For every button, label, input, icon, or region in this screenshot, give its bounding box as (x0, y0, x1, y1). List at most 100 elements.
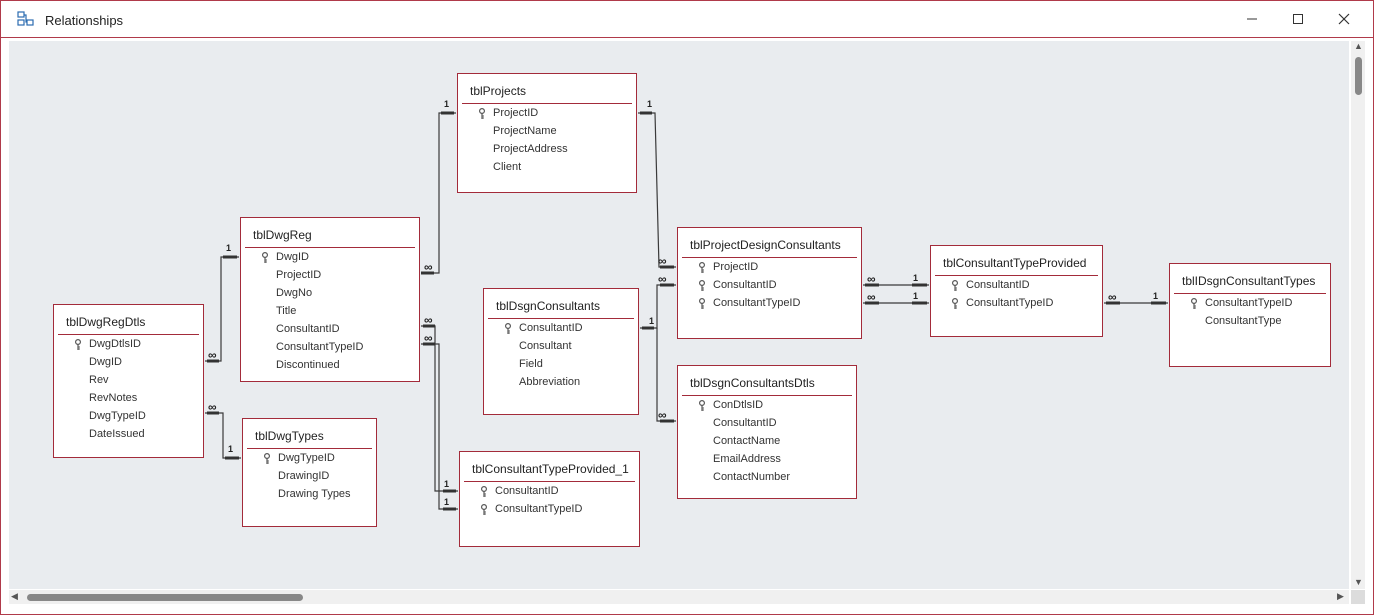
many-cardinality-label: ∞ (867, 290, 876, 304)
maximize-button[interactable] (1275, 1, 1321, 37)
field-consultanttype[interactable]: ConsultantType (1205, 315, 1282, 327)
scrollbar-corner (1351, 590, 1365, 604)
close-icon (1338, 13, 1350, 25)
field-dwgid[interactable]: DwgID (89, 356, 123, 368)
field-revnotes[interactable]: RevNotes (89, 392, 138, 404)
table-title[interactable]: tblConsultantTypeProvided (943, 256, 1087, 270)
relationships-icon (17, 11, 34, 26)
field-dwgno[interactable]: DwgNo (276, 287, 313, 299)
relationship-line-dsgn-pdc[interactable] (640, 284, 676, 329)
field-dateissued[interactable]: DateIssued (89, 428, 145, 440)
table-title[interactable]: tblDsgnConsultantsDtls (690, 376, 815, 390)
horizontal-scroll-thumb[interactable] (27, 594, 303, 601)
primary-key-icon (480, 485, 488, 497)
table-title[interactable]: tblDsgnConsultants (496, 299, 601, 313)
one-cardinality-label: 1 (1153, 291, 1158, 301)
field-client[interactable]: Client (493, 161, 522, 173)
scroll-left-icon[interactable]: ◀ (11, 591, 18, 601)
field-title[interactable]: Title (276, 305, 297, 317)
table-title[interactable]: tblProjectDesignConsultants (690, 238, 841, 252)
table-title[interactable]: tblConsultantTypeProvided_1 (472, 462, 629, 476)
field-consultanttypeid[interactable]: ConsultantTypeID (495, 503, 583, 515)
table-title[interactable]: tblDwgRegDtls (66, 315, 146, 329)
field-drawingid[interactable]: DrawingID (278, 470, 330, 482)
vertical-scroll-thumb[interactable] (1355, 57, 1362, 95)
one-cardinality-label: 1 (647, 99, 652, 109)
field-consultantid[interactable]: ConsultantID (519, 322, 583, 334)
field-condtlsid[interactable]: ConDtlsID (713, 399, 764, 411)
field-dwgdtlsid[interactable]: DwgDtlsID (89, 338, 141, 350)
field-projectid[interactable]: ProjectID (493, 107, 539, 119)
primary-key-icon (480, 503, 488, 515)
table-title[interactable]: tblDwgReg (253, 228, 312, 242)
table-divider (247, 448, 372, 449)
field-discontinued[interactable]: Discontinued (276, 359, 340, 371)
one-cardinality-label: 1 (444, 99, 449, 109)
field-rev[interactable]: Rev (89, 374, 109, 386)
field-consultantid[interactable]: ConsultantID (713, 279, 777, 291)
horizontal-scrollbar[interactable]: ◀ ▶ (9, 590, 1349, 604)
relationship-line-typeprov1-type[interactable] (421, 343, 458, 510)
field-consultanttypeid[interactable]: ConsultantTypeID (713, 297, 801, 309)
table-title[interactable]: tblIDsgnConsultantTypes (1182, 274, 1316, 288)
field-contactname[interactable]: ContactName (713, 435, 781, 447)
window-title: Relationships (45, 13, 124, 28)
scroll-right-icon[interactable]: ▶ (1337, 591, 1344, 601)
field-consultanttypeid[interactable]: ConsultantTypeID (966, 297, 1054, 309)
close-button[interactable] (1321, 1, 1367, 37)
field-dwgtypeid[interactable]: DwgTypeID (89, 410, 146, 422)
many-cardinality-label: ∞ (424, 260, 433, 274)
table-divider (488, 318, 634, 319)
field-consultantid[interactable]: ConsultantID (966, 279, 1030, 291)
field-consultanttypeid[interactable]: ConsultantTypeID (1205, 297, 1293, 309)
field-abbreviation[interactable]: Abbreviation (519, 376, 581, 388)
field-projectname[interactable]: ProjectName (493, 125, 557, 137)
field-contactnumber[interactable]: ContactNumber (713, 471, 791, 483)
primary-key-icon (261, 251, 269, 263)
field-dwgid[interactable]: DwgID (276, 251, 310, 263)
relationship-line-dwgreg-dtls[interactable] (205, 256, 239, 362)
field-dwgtypeid[interactable]: DwgTypeID (278, 452, 335, 464)
field-consultanttypeid[interactable]: ConsultantTypeID (276, 341, 364, 353)
many-cardinality-label: ∞ (208, 400, 217, 414)
primary-key-icon (698, 279, 706, 291)
relationship-line-dwgtypes[interactable] (205, 412, 241, 459)
one-cardinality-label: 1 (444, 479, 449, 489)
vertical-scrollbar[interactable]: ▲ ▼ (1351, 41, 1365, 589)
relationship-line-projects-pdc[interactable] (638, 112, 676, 268)
primary-key-icon (698, 261, 706, 273)
table-title[interactable]: tblProjects (470, 84, 527, 98)
field-emailaddress[interactable]: EmailAddress (713, 453, 781, 465)
table-title[interactable]: tblDwgTypes (255, 429, 324, 443)
field-field[interactable]: Field (519, 358, 543, 370)
primary-key-icon (698, 297, 706, 309)
one-cardinality-label: 1 (649, 316, 654, 326)
field-projectid[interactable]: ProjectID (276, 269, 322, 281)
many-cardinality-label: ∞ (1108, 290, 1117, 304)
relationship-line-projects-dwgreg[interactable] (421, 112, 456, 274)
field-consultantid[interactable]: ConsultantID (713, 417, 777, 429)
one-cardinality-label: 1 (913, 291, 918, 301)
field-drawing-types[interactable]: Drawing Types (278, 488, 351, 500)
minimize-button[interactable] (1229, 1, 1275, 37)
field-consultantid[interactable]: ConsultantID (276, 323, 340, 335)
field-projectid[interactable]: ProjectID (713, 261, 759, 273)
field-consultantid[interactable]: ConsultantID (495, 485, 559, 497)
scroll-up-icon[interactable]: ▲ (1354, 41, 1363, 51)
scroll-down-icon[interactable]: ▼ (1354, 577, 1363, 587)
field-projectaddress[interactable]: ProjectAddress (493, 143, 568, 155)
many-cardinality-label: ∞ (208, 348, 217, 362)
table-divider (464, 481, 635, 482)
field-consultant[interactable]: Consultant (519, 340, 572, 352)
